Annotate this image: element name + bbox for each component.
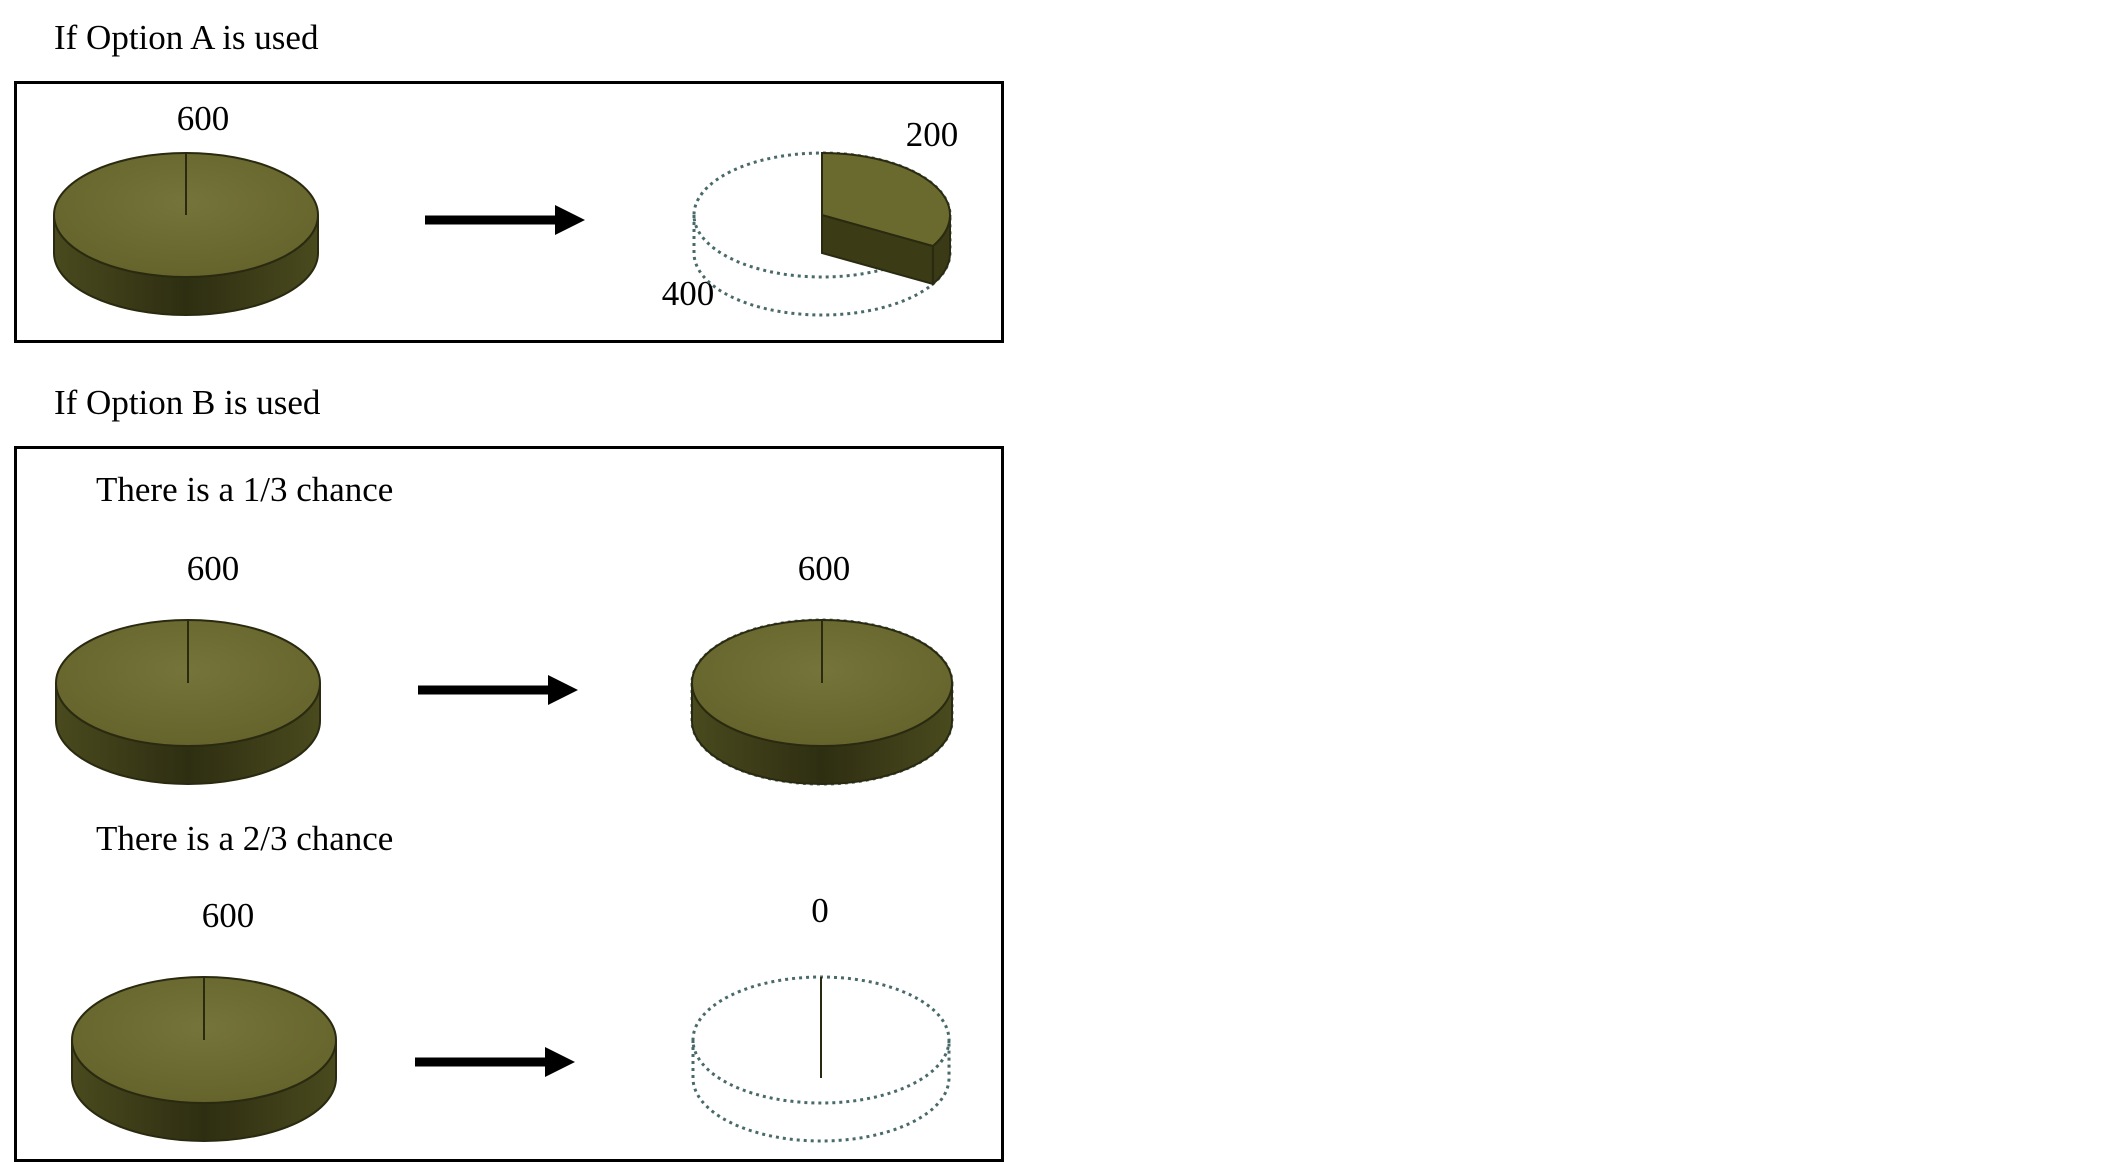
scenario-2-before-pie <box>71 976 337 1142</box>
scenario-2-after-value: 0 <box>811 891 829 930</box>
option-a-after-pie <box>692 151 952 317</box>
chance-one-third-text: There is a 1/3 chance <box>96 470 394 509</box>
scenario-1-arrow <box>418 675 578 705</box>
option-a-arrow-head <box>555 205 585 235</box>
scenario-2-arrow <box>415 1047 575 1077</box>
option-b-heading: If Option B is used <box>54 383 321 422</box>
scenario-2-after-pie <box>691 975 951 1143</box>
option-a-saved-value: 200 <box>905 115 959 154</box>
option-a-heading: If Option A is used <box>54 18 319 57</box>
scenario-2-before-value: 600 <box>201 896 255 935</box>
scenario-1-after-value: 600 <box>797 549 851 588</box>
scenario-1-arrow-head <box>548 675 578 705</box>
scenario-1-after-pie <box>690 618 954 786</box>
option-a-before-value: 600 <box>176 99 230 138</box>
option-a-lost-value: 400 <box>661 274 715 313</box>
option-a-before-pie <box>53 152 319 316</box>
option-a-arrow <box>425 205 585 235</box>
option-a-after-wedge-top <box>821 151 951 248</box>
scenario-1-before-pie <box>55 619 321 785</box>
scenario-2-arrow-head <box>545 1047 575 1077</box>
scenario-2-after-dotted-bottom <box>691 1040 951 1143</box>
chance-two-thirds-text: There is a 2/3 chance <box>96 819 394 858</box>
scenario-1-before-value: 600 <box>186 549 240 588</box>
option-a-box <box>14 81 1004 343</box>
